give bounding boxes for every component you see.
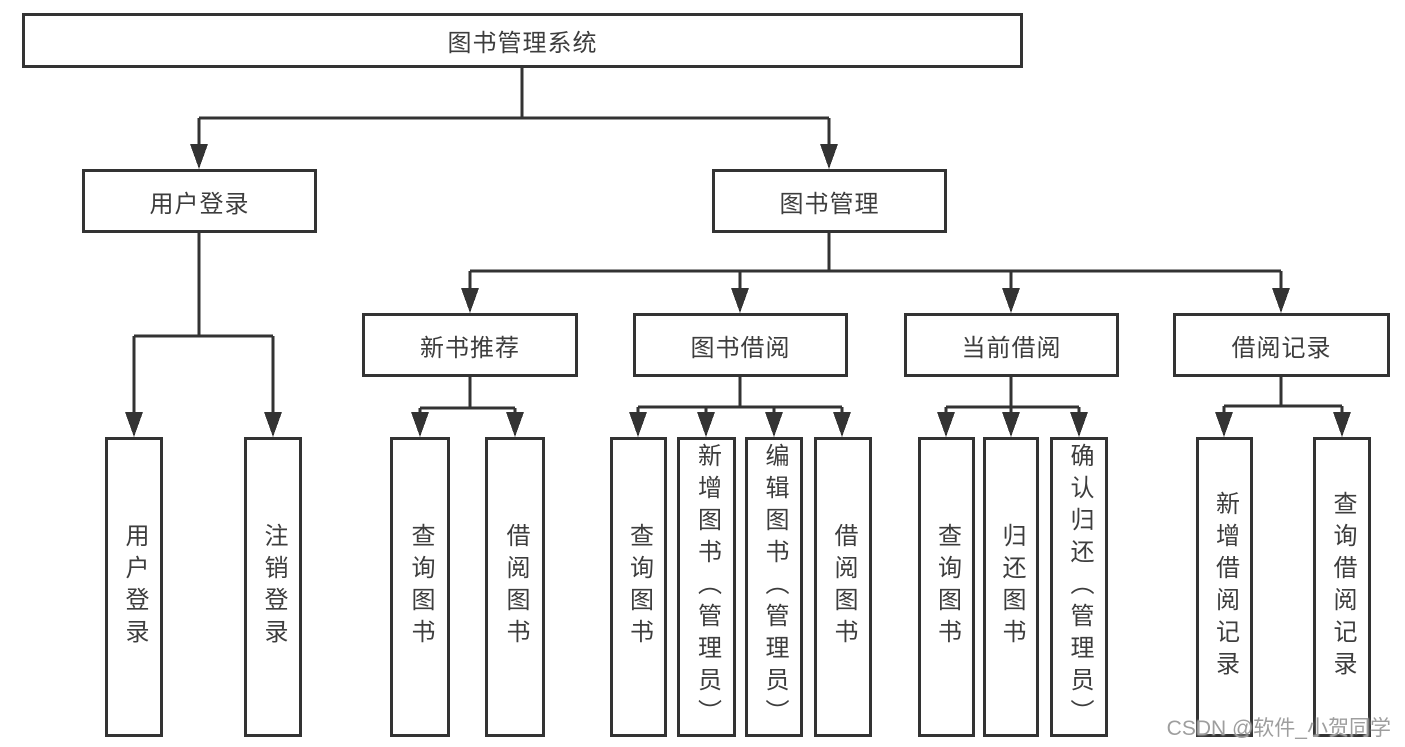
leaf-confirm-return-admin-label: 确认归还（管理员） bbox=[1066, 443, 1093, 731]
arrowhead-g1-leaf1 bbox=[125, 412, 143, 437]
leaf-logout-label: 注销登录 bbox=[260, 523, 287, 651]
leaf-query-books-recommend-label: 查询图书 bbox=[407, 523, 434, 651]
leaf-query-books-current: 查询图书 bbox=[918, 437, 975, 737]
node-book-borrow: 图书借阅 bbox=[633, 313, 848, 377]
leaf-add-borrow-record: 新增借阅记录 bbox=[1196, 437, 1253, 737]
leaf-query-books-recommend: 查询图书 bbox=[390, 437, 450, 737]
leaf-query-books-borrow-label: 查询图书 bbox=[625, 523, 653, 651]
leaf-add-books-admin-label: 新增图书（管理员） bbox=[693, 443, 721, 731]
arrowhead-g4-leaf1 bbox=[937, 412, 955, 437]
arrowhead-g3-leaf2 bbox=[697, 412, 715, 437]
arrowhead-user-login bbox=[190, 144, 208, 169]
node-borrow-records-label: 借阅记录 bbox=[1231, 334, 1332, 362]
arrowhead-new-book bbox=[461, 288, 479, 313]
leaf-query-books-borrow: 查询图书 bbox=[610, 437, 667, 737]
node-root: 图书管理系统 bbox=[22, 13, 1023, 68]
watermark: CSDN @软件_小贺同学 bbox=[1166, 717, 1391, 740]
arrowhead-g3-leaf1 bbox=[629, 412, 647, 437]
leaf-user-login-label: 用户登录 bbox=[121, 523, 148, 651]
arrowhead-g2-leaf1 bbox=[411, 412, 429, 437]
leaf-confirm-return-admin: 确认归还（管理员） bbox=[1050, 437, 1108, 737]
leaf-logout: 注销登录 bbox=[244, 437, 302, 737]
node-book-borrow-label: 图书借阅 bbox=[690, 334, 791, 362]
leaf-query-books-current-label: 查询图书 bbox=[933, 523, 961, 651]
node-book-management-label: 图书管理 bbox=[779, 190, 880, 218]
node-new-book-recommend: 新书推荐 bbox=[362, 313, 578, 377]
leaf-borrow-books-recommend-label: 借阅图书 bbox=[502, 523, 529, 651]
leaf-add-borrow-record-label: 新增借阅记录 bbox=[1211, 491, 1239, 683]
leaf-query-borrow-record: 查询借阅记录 bbox=[1313, 437, 1371, 737]
arrowhead-g1-leaf2 bbox=[264, 412, 282, 437]
leaf-borrow-books-recommend: 借阅图书 bbox=[485, 437, 545, 737]
node-user-login-label: 用户登录 bbox=[149, 190, 250, 218]
leaf-add-books-admin: 新增图书（管理员） bbox=[677, 437, 736, 737]
arrowhead-current-borrow bbox=[1002, 288, 1020, 313]
arrowhead-borrow-records bbox=[1272, 288, 1290, 313]
arrowhead-g5-leaf1 bbox=[1215, 412, 1233, 437]
leaf-return-books: 归还图书 bbox=[983, 437, 1039, 737]
node-current-borrow: 当前借阅 bbox=[904, 313, 1119, 377]
node-user-login: 用户登录 bbox=[82, 169, 317, 233]
arrowhead-g2-leaf2 bbox=[506, 412, 524, 437]
leaf-borrow-books-label: 借阅图书 bbox=[830, 523, 857, 651]
node-root-label: 图书管理系统 bbox=[447, 30, 598, 57]
leaf-edit-books-admin: 编辑图书（管理员） bbox=[745, 437, 803, 737]
leaf-query-borrow-record-label: 查询借阅记录 bbox=[1329, 491, 1356, 683]
node-new-book-recommend-label: 新书推荐 bbox=[420, 334, 520, 362]
arrowhead-book-borrow bbox=[731, 288, 749, 313]
node-current-borrow-label: 当前借阅 bbox=[961, 334, 1062, 362]
leaf-return-books-label: 归还图书 bbox=[998, 523, 1025, 651]
node-book-management: 图书管理 bbox=[712, 169, 947, 233]
arrowheads bbox=[125, 144, 1351, 437]
arrowhead-g3-leaf3 bbox=[765, 412, 783, 437]
leaf-borrow-books: 借阅图书 bbox=[814, 437, 872, 737]
arrowhead-book-management bbox=[820, 144, 838, 169]
leaf-edit-books-admin-label: 编辑图书（管理员） bbox=[761, 443, 788, 731]
arrowhead-g5-leaf2 bbox=[1333, 412, 1351, 437]
leaf-user-login: 用户登录 bbox=[105, 437, 163, 737]
arrowhead-g3-leaf4 bbox=[833, 412, 851, 437]
arrowhead-g4-leaf3 bbox=[1070, 412, 1088, 437]
arrowhead-g4-leaf2 bbox=[1002, 412, 1020, 437]
node-borrow-records: 借阅记录 bbox=[1173, 313, 1390, 377]
